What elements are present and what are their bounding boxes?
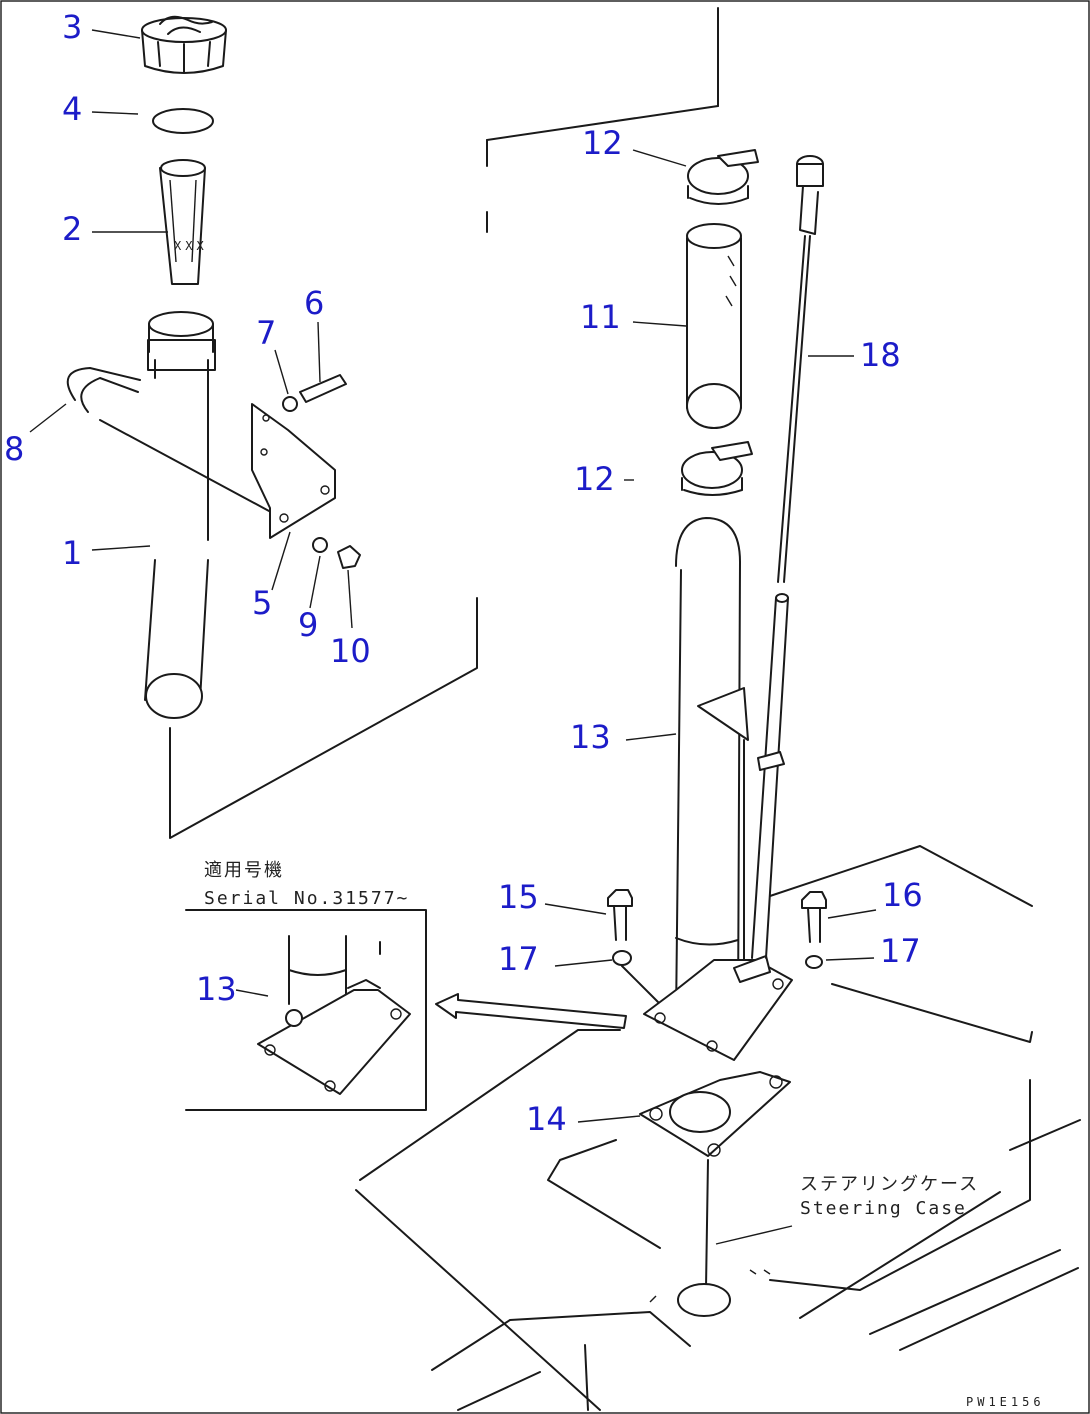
steering-case xyxy=(355,845,1081,1411)
washer-9 xyxy=(312,537,328,553)
mounting-bracket xyxy=(251,403,336,539)
label-part-10: 10 xyxy=(330,632,371,670)
washer-7 xyxy=(282,396,298,412)
label-part-5: 5 xyxy=(252,584,272,622)
flange-gasket xyxy=(639,1071,791,1289)
label-part-12-upper: 12 xyxy=(582,124,623,162)
hose-clamp-lower xyxy=(681,441,753,496)
washer-17-right xyxy=(805,955,823,969)
bolt-6 xyxy=(299,374,347,403)
dipstick xyxy=(751,155,824,959)
strainer-mark: XXX xyxy=(174,239,208,253)
label-part-6: 6 xyxy=(304,284,324,322)
label-part-1: 1 xyxy=(62,534,82,572)
left-assembly-frame xyxy=(169,7,719,839)
rubber-hose xyxy=(686,223,742,429)
label-part-4: 4 xyxy=(62,90,82,128)
filler-cap xyxy=(141,15,227,74)
washer-17-left xyxy=(612,950,659,1003)
label-part-7: 7 xyxy=(256,314,276,352)
label-part-9: 9 xyxy=(298,606,318,644)
hose-clamp-upper xyxy=(687,149,759,205)
label-part-16: 16 xyxy=(882,876,923,914)
label-part-18: 18 xyxy=(860,336,901,374)
breather-hose xyxy=(66,367,283,519)
label-part-11: 11 xyxy=(580,298,621,336)
label-part-17-left: 17 xyxy=(498,940,539,978)
annotation-jp: ステアリングケース xyxy=(800,1174,979,1195)
bolt-15 xyxy=(607,889,633,941)
filler-pipe xyxy=(144,311,216,719)
label-part-2: 2 xyxy=(62,210,82,248)
label-part-14: 14 xyxy=(526,1100,567,1138)
label-part-13: 13 xyxy=(570,718,611,756)
main-tube xyxy=(643,517,793,1061)
cap-gasket xyxy=(152,108,214,134)
label-part-15: 15 xyxy=(498,878,539,916)
bolt-16 xyxy=(801,891,827,943)
label-part-12-lower: 12 xyxy=(574,460,615,498)
nut-10 xyxy=(337,545,361,569)
label-part-3: 3 xyxy=(62,8,82,46)
serial-inset-box xyxy=(185,909,427,1111)
view-arrow xyxy=(435,993,627,1029)
label-part-13-inset: 13 xyxy=(196,970,237,1008)
annotation-en: Steering Case xyxy=(800,1198,967,1219)
strainer: XXX xyxy=(159,159,208,285)
inset-title-jp: 適用号機 xyxy=(204,860,284,881)
leader-lines xyxy=(29,29,877,1245)
inset-serial: Serial No.31577~ xyxy=(204,888,409,909)
label-part-8: 8 xyxy=(4,430,24,468)
drawing-code: PW1E156 xyxy=(966,1395,1045,1409)
label-part-17-right: 17 xyxy=(880,932,921,970)
